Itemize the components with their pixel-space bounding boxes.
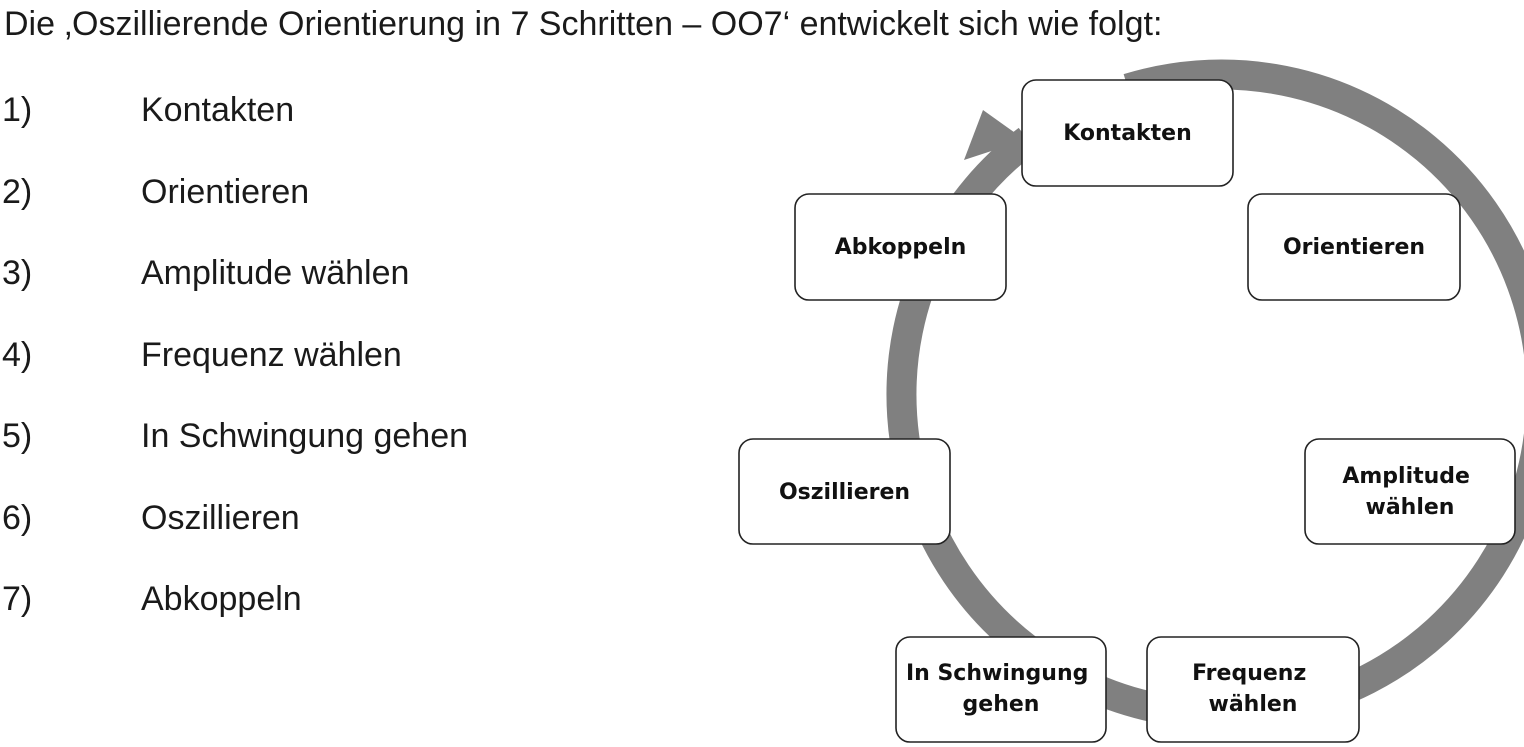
- step-number: 3): [2, 254, 33, 292]
- step-number: 2): [2, 172, 33, 211]
- step-box-line: Oszillieren: [779, 480, 910, 505]
- step-number: 7): [2, 580, 33, 618]
- step-box-label: Oszillieren: [779, 480, 910, 505]
- step-box-label: In Schwingung gehen: [906, 661, 1096, 717]
- step-label: Amplitude wählen: [141, 254, 410, 292]
- step-box-line: Kontakten: [1063, 121, 1192, 146]
- step-number: 4): [2, 335, 33, 374]
- cycle-ring-arc: [886, 59, 1524, 730]
- step-number: 5): [2, 417, 33, 455]
- step-label: Frequenz wählen: [141, 335, 402, 374]
- cycle-step-oszillieren: Oszillieren: [738, 438, 951, 545]
- step-box-line: wählen: [1209, 692, 1298, 717]
- step-box-line: wählen: [1366, 495, 1455, 520]
- step-box: [738, 438, 951, 545]
- step-label: Kontakten: [141, 91, 295, 129]
- step-box-line: gehen: [963, 692, 1040, 717]
- step-number: 1): [2, 91, 33, 129]
- step-box-line: Abkoppeln: [835, 235, 967, 260]
- step-label: Oszillieren: [141, 498, 300, 537]
- step-box-line: Orientieren: [1283, 235, 1425, 260]
- step-box-line: Amplitude: [1342, 464, 1470, 489]
- step-number: 6): [2, 498, 33, 537]
- step-box: [1146, 636, 1360, 743]
- intro-text: Die ‚Oszillierende Orientierung in 7 Sch…: [4, 5, 1163, 43]
- cycle-step-in-schwingung-gehen: In Schwingung gehen: [895, 636, 1107, 743]
- cycle-ring: [886, 59, 1524, 730]
- step-label: Abkoppeln: [141, 580, 302, 618]
- step-box-label: Abkoppeln: [835, 235, 967, 260]
- step-box: [1247, 193, 1461, 301]
- step-label: Orientieren: [141, 172, 310, 211]
- cycle-arrowhead: [964, 110, 1025, 160]
- step-box: [794, 193, 1007, 301]
- step-box-label: Orientieren: [1283, 235, 1425, 260]
- step-box-label: Kontakten: [1063, 121, 1192, 146]
- cycle-step-orientieren: Orientieren: [1247, 193, 1461, 301]
- step-box-label: Frequenz wählen: [1192, 661, 1314, 717]
- step-box: [895, 636, 1107, 743]
- step-box-line: In Schwingung: [906, 661, 1088, 686]
- cycle-step-kontakten: Kontakten: [1021, 79, 1234, 187]
- step-box: [1304, 438, 1516, 545]
- step-box: [1021, 79, 1234, 187]
- step-box-line: Frequenz: [1192, 661, 1306, 686]
- cycle-step-frequenz-waehlen: Frequenz wählen: [1146, 636, 1360, 743]
- cycle-step-amplitude-waehlen: Amplitude wählen: [1304, 438, 1516, 545]
- step-box-label: Amplitude wählen: [1342, 464, 1477, 520]
- step-label: In Schwingung gehen: [141, 417, 469, 455]
- cycle-step-abkoppeln: Abkoppeln: [794, 193, 1007, 301]
